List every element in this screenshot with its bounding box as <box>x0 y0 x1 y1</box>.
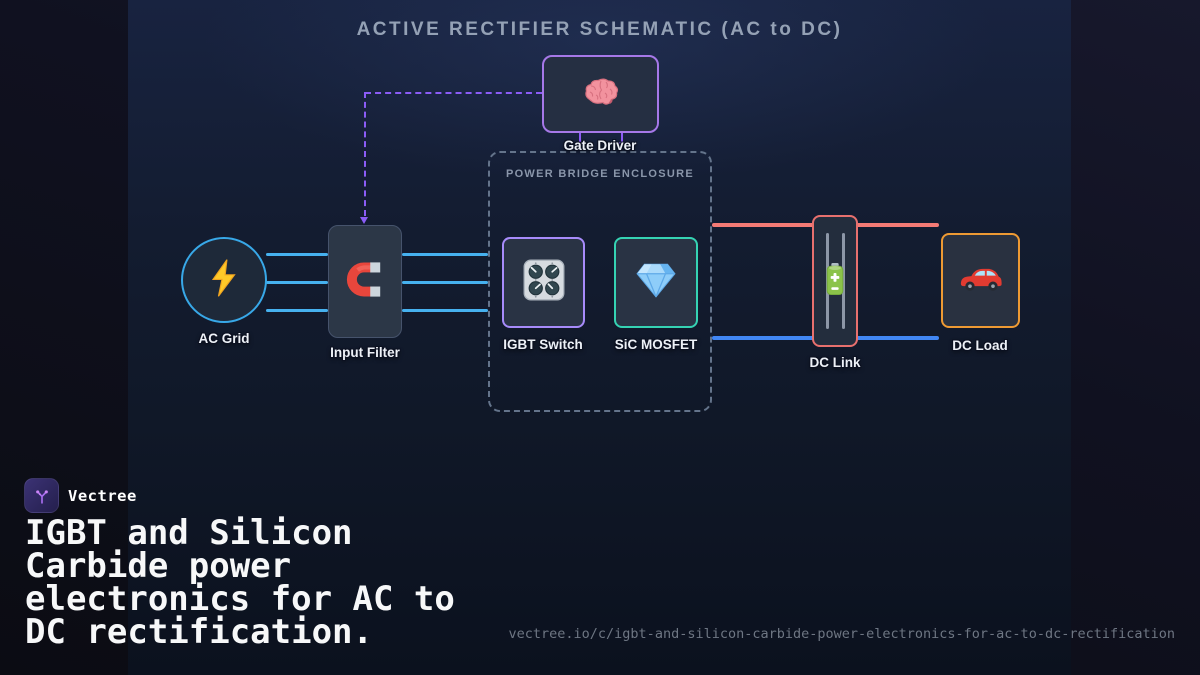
gate-signal-stub <box>579 131 581 142</box>
headline-line: IGBT and Silicon <box>25 513 353 553</box>
vectree-logo-icon <box>24 478 59 513</box>
ac-wire <box>402 281 488 284</box>
gate-signal-stub <box>621 131 623 142</box>
capacitor-bar <box>842 233 845 329</box>
node-label: AC Grid <box>198 331 250 346</box>
ac-wire <box>402 253 488 256</box>
node-label: Input Filter <box>330 345 400 360</box>
car-icon <box>958 263 1004 298</box>
node-label: DC Link <box>809 355 861 370</box>
node-label: SiC MOSFET <box>614 337 698 352</box>
headline: IGBT and Silicon Carbide power electroni… <box>25 513 455 652</box>
ac-wire <box>266 281 328 284</box>
ac-wire <box>402 309 488 312</box>
battery-icon <box>824 261 846 302</box>
node-gate-driver <box>542 55 659 133</box>
gem-icon <box>635 261 677 304</box>
ac-wire <box>266 309 328 312</box>
arrowhead-icon <box>575 142 583 149</box>
arrowhead-icon <box>360 217 368 224</box>
magnet-icon <box>344 258 386 306</box>
lightning-icon <box>209 258 239 302</box>
diagram-title: ACTIVE RECTIFIER SCHEMATIC (AC to DC) <box>356 19 843 40</box>
arrowhead-icon <box>617 142 625 149</box>
node-label: DC Load <box>952 338 1008 353</box>
brand-name: Vectree <box>68 486 137 505</box>
page-url[interactable]: vectree.io/c/igbt-and-silicon-carbide-po… <box>508 626 1175 642</box>
power-bridge-enclosure: POWER BRIDGE ENCLOSURE <box>488 151 712 412</box>
node-dc-load <box>941 233 1020 328</box>
gate-signal-line <box>364 92 366 216</box>
headline-line: electronics for AC to <box>25 579 455 619</box>
knobs-icon <box>522 258 566 307</box>
node-sic-mosfet <box>614 237 698 328</box>
brand-lockup: Vectree <box>24 478 137 513</box>
headline-line: Carbide power <box>25 546 292 586</box>
node-ac-grid <box>181 237 267 323</box>
headline-line: DC rectification. <box>25 612 373 652</box>
node-igbt-switch <box>502 237 585 328</box>
node-label: Gate Driver <box>563 138 637 153</box>
node-dc-link <box>812 215 858 347</box>
node-input-filter <box>328 225 402 338</box>
node-label: IGBT Switch <box>503 337 583 352</box>
ac-wire <box>266 253 328 256</box>
enclosure-label: POWER BRIDGE ENCLOSURE <box>505 168 695 180</box>
gate-signal-line <box>365 92 542 94</box>
brain-icon <box>582 77 620 112</box>
